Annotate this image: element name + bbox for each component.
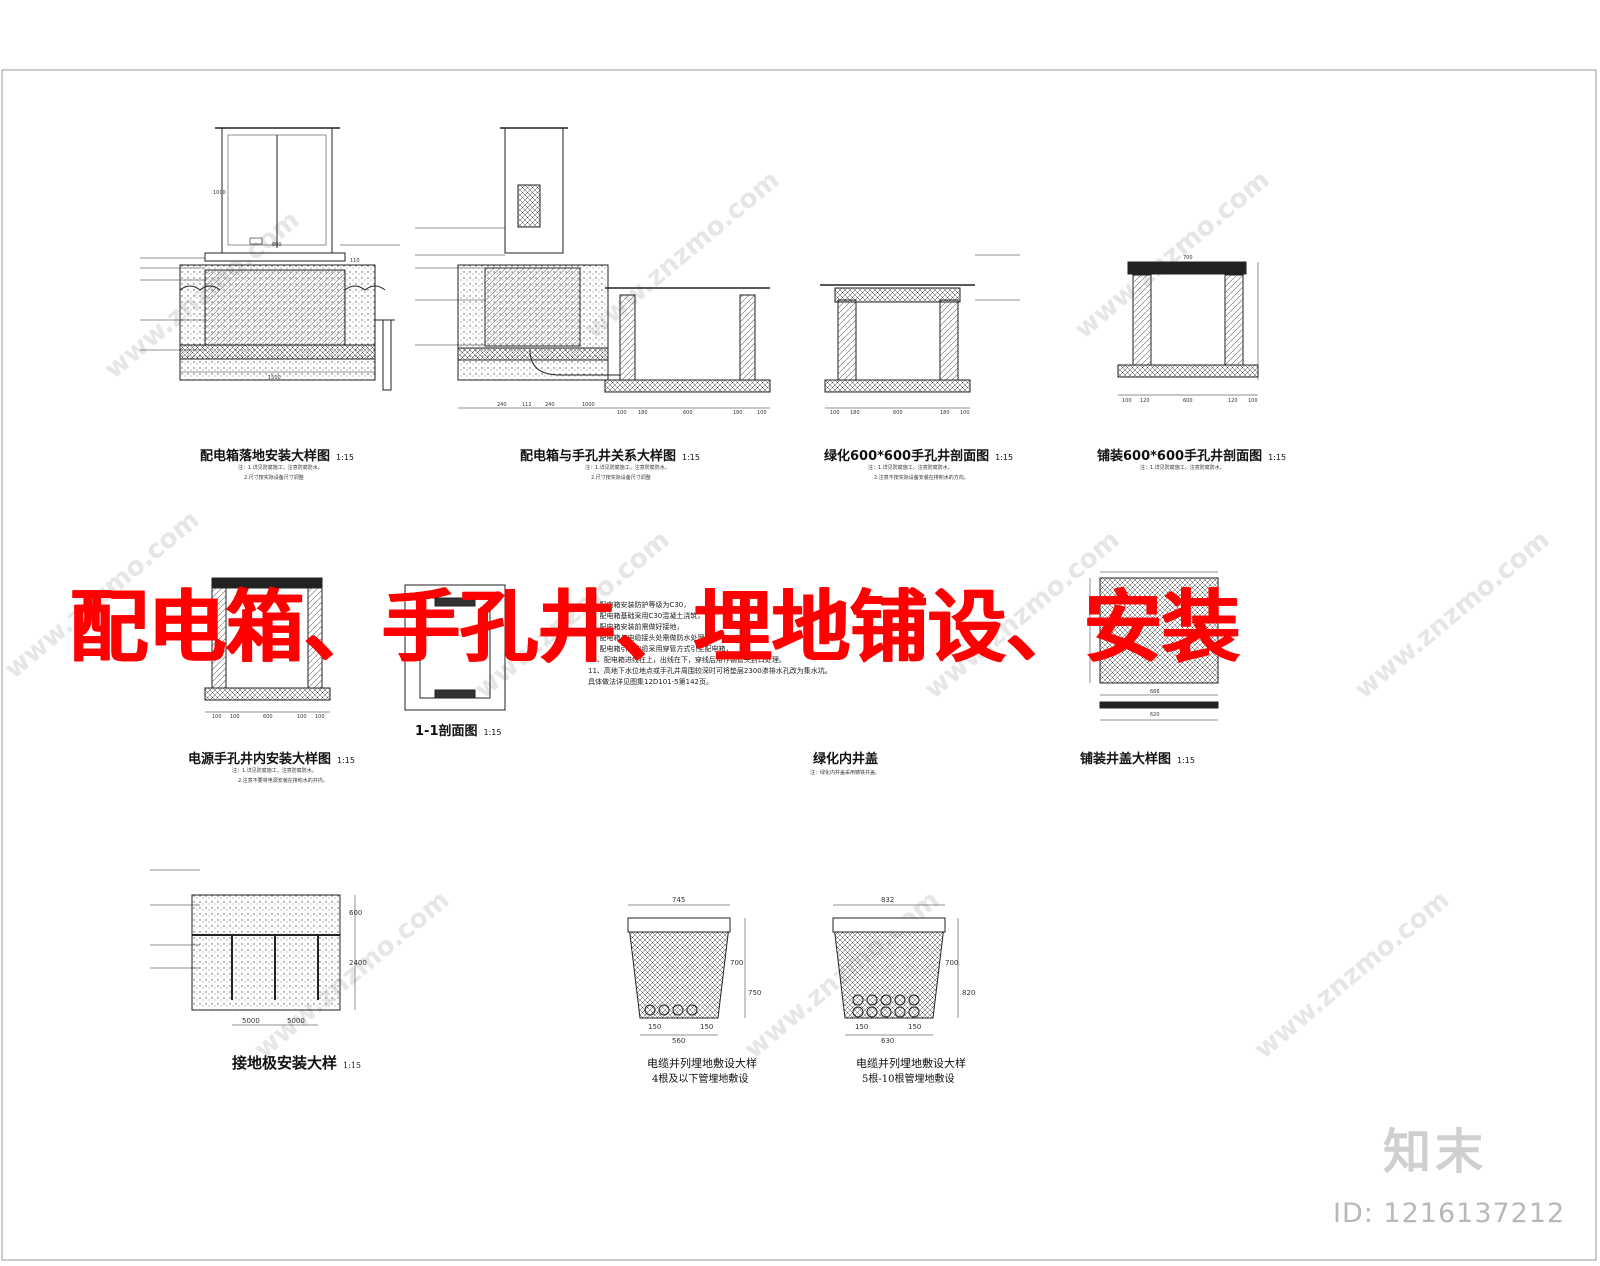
dim-label: 620: [1150, 712, 1160, 718]
note-line: 5、配电箱安装防护等级为C30，: [588, 601, 691, 609]
dim-label: 832: [881, 896, 895, 904]
drawing-note: 注：1.详见防腐施工，注意防腐防水。: [232, 768, 317, 774]
dim-label: 100: [960, 410, 970, 416]
dim-label: 240: [545, 402, 555, 408]
dim-label: 2400: [349, 959, 367, 967]
drawing-5-power-handhole: [204, 577, 331, 713]
dim-label: 120: [1228, 398, 1238, 404]
note-line: 8、配电箱与电缆接头处需做防水处理，: [588, 634, 712, 642]
dim-label: 180: [940, 410, 950, 416]
dim-label: 240: [497, 402, 507, 408]
dim-label: 820: [962, 989, 976, 997]
dim-label: 150: [648, 1023, 662, 1031]
dim-label: 560: [672, 1037, 686, 1045]
drawing-10-cable-4: [627, 904, 746, 1036]
note-line: 10、配电箱进线在上，出线在下，穿线后用作钢管头封口处理。: [588, 656, 786, 664]
general-notes: 5、配电箱安装防护等级为C30， 6、配电箱基础采用C30混凝土浇筑， 7、配电…: [588, 600, 838, 688]
note-line: 11、高地下水位地点或手孔井周围较深时可将垫层2300渗排水孔改为集水坑。具体做…: [588, 667, 832, 686]
dim-label: 100: [830, 410, 840, 416]
drawing-subtitle: 5根-10根管埋地敷设: [862, 1074, 955, 1085]
drawing-9-grounding: [150, 869, 356, 1026]
drawing-note: 注：1.详见防腐施工，注意防腐防水。: [868, 465, 953, 471]
drawing-8-cover: [1089, 571, 1219, 721]
dim-label: 700: [730, 959, 744, 967]
drawing-title: 绿化内井盖: [813, 752, 879, 767]
dim-label: 100: [230, 714, 240, 720]
drawing-note: 2.注意不要将电源安装在排积水的井内。: [238, 778, 328, 784]
dim-label: 700: [1183, 255, 1193, 261]
brand-logo: 知末: [1383, 1124, 1488, 1180]
dim-label: 112: [522, 402, 532, 408]
drawing-note: 2.尺寸按实际设备尺寸调整: [591, 475, 651, 481]
drawing-2-cabinet-handhole: [415, 127, 771, 409]
main-title: 配电箱、手孔井、埋地铺设、安装: [70, 583, 1241, 673]
dim-label: 800: [272, 242, 282, 248]
drawing-6-section: [404, 584, 506, 711]
drawing-note: 注：1.详见防腐施工，注意防腐防水。: [238, 465, 323, 471]
dim-label: 100: [1248, 398, 1258, 404]
note-line: 6、配电箱基础采用C30混凝土浇筑，: [588, 612, 705, 620]
dim-label: 745: [672, 896, 686, 904]
drawing-title: 电缆并列埋地敷设大样: [647, 1057, 757, 1070]
dim-label: 150: [855, 1023, 869, 1031]
dim-label: 600: [893, 410, 903, 416]
dim-label: 700: [945, 959, 959, 967]
dim-label: 100: [1122, 398, 1132, 404]
dim-label: 666: [1150, 689, 1160, 695]
dim-label: 1000: [582, 402, 595, 408]
drawing-1-cabinet-floor: [140, 127, 400, 391]
dim-label: 5000: [242, 1017, 260, 1025]
drawing-note: 注：1.详见防腐施工，注意防腐防水。: [585, 465, 670, 471]
drawing-note: 2.注意不按实际设备安装在排积水的方向。: [874, 475, 969, 481]
drawing-title: 电缆并列埋地敷设大样: [856, 1057, 966, 1070]
dim-label: 180: [638, 410, 648, 416]
dim-label: 100: [757, 410, 767, 416]
dim-label: 100: [617, 410, 627, 416]
dim-label: 180: [850, 410, 860, 416]
drawing-note: 注：1.详见防腐施工，注意防腐防水。: [1140, 465, 1225, 471]
dim-label: 630: [881, 1037, 895, 1045]
dim-label: 180: [733, 410, 743, 416]
dim-label: 600: [1183, 398, 1193, 404]
dim-label: 120: [1140, 398, 1150, 404]
dim-label: 600: [263, 714, 273, 720]
note-line: 7、配电箱安装前需做好接地，: [588, 623, 684, 631]
dim-label: 1500: [268, 375, 281, 381]
drawing-11-cable-10: [832, 904, 959, 1036]
dim-label: 110: [350, 258, 360, 264]
image-id-label: ID: 1216137212: [1333, 1198, 1566, 1229]
drawing-subtitle: 4根及以下管埋地敷设: [652, 1074, 749, 1085]
drawing-note: 2.尺寸按实际设备尺寸调整: [244, 475, 304, 481]
dim-label: 600: [349, 909, 363, 917]
note-line: 9、配电箱引入电缆采用穿管方式引至配电箱，: [588, 645, 733, 653]
drawing-3-green-handhole: [820, 254, 1020, 409]
dim-label: 750: [748, 989, 762, 997]
dim-label: 100: [315, 714, 325, 720]
dim-label: 100: [297, 714, 307, 720]
dim-label: 5000: [287, 1017, 305, 1025]
dim-label: 150: [700, 1023, 714, 1031]
dim-label: 100: [212, 714, 222, 720]
dim-label: 150: [908, 1023, 922, 1031]
drawing-4-paved-handhole: [1117, 261, 1259, 396]
dim-label: 600: [683, 410, 693, 416]
dim-label: 1000: [213, 190, 226, 196]
drawing-note: 注：绿化内井盖采用铸铁井盖。: [810, 770, 881, 776]
